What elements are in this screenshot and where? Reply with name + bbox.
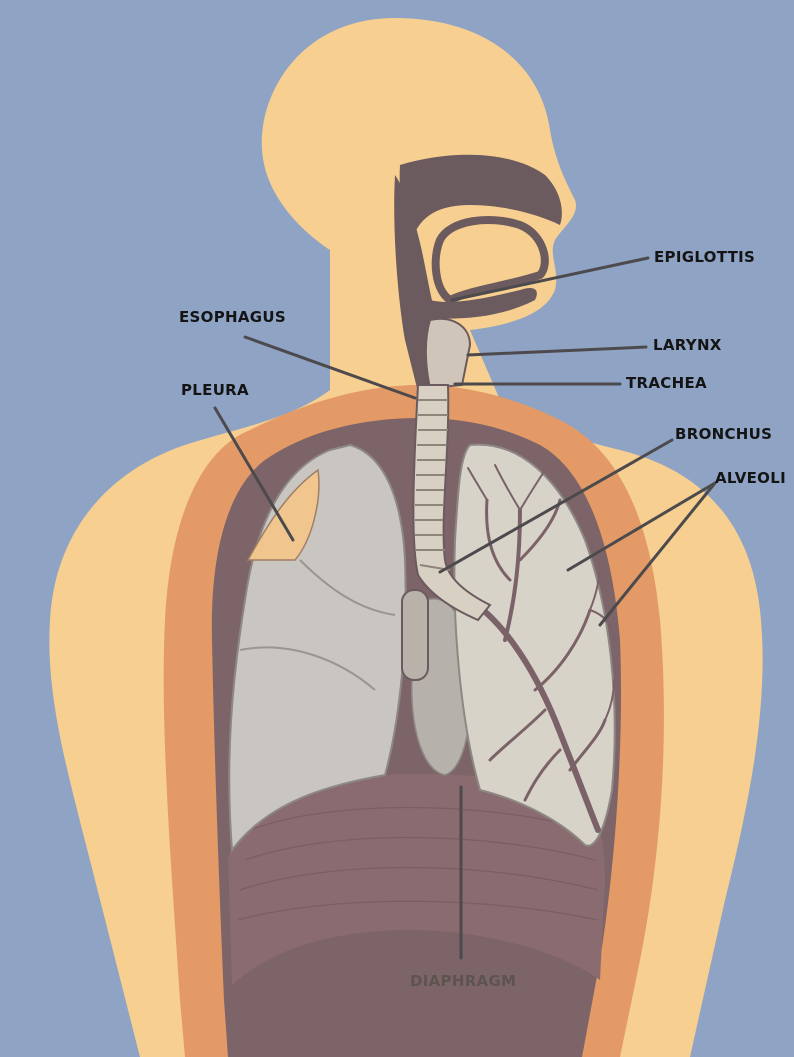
label-alveoli: ALVEOLI [715,469,786,487]
label-larynx: LARYNX [653,336,722,354]
label-bronchus: BRONCHUS [675,425,772,443]
label-esophagus: ESOPHAGUS [179,308,286,326]
label-pleura: PLEURA [181,381,249,399]
label-trachea: TRACHEA [626,374,707,392]
esophagus-tube [402,590,428,680]
label-epiglottis: EPIGLOTTIS [654,248,755,266]
label-diaphragm: DIAPHRAGM [410,972,516,990]
larynx-shape [426,319,470,388]
